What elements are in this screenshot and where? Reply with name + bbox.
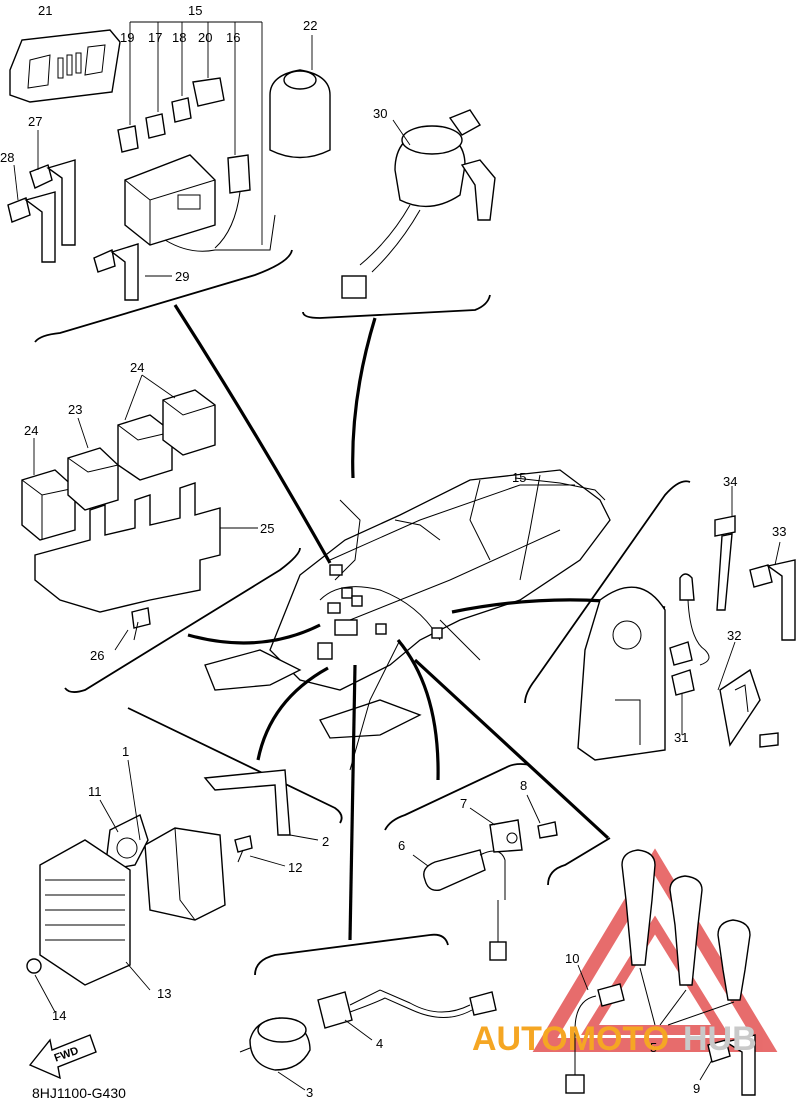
callout-21: 21 [38, 3, 52, 18]
callout-9: 9 [693, 1081, 700, 1096]
fuse-box [124, 154, 276, 252]
callout-7: 7 [460, 796, 467, 811]
callout-6: 6 [398, 838, 405, 853]
watermark-text-left: AUTOMOTO [472, 1020, 669, 1058]
watermark-text: AUTOMOTO HUB [472, 1020, 757, 1058]
ignition-switch-group [302, 109, 496, 319]
callout-23: 23 [68, 402, 82, 417]
callout-33: 33 [772, 524, 786, 539]
callout-27: 27 [28, 114, 42, 129]
fwd-arrow: FWD [28, 1034, 97, 1080]
relay-group [21, 374, 301, 693]
diagram-code: 8HJ1100-G430 [32, 1085, 126, 1101]
callout-29: 29 [175, 269, 189, 284]
regulator-group [26, 707, 343, 1013]
ignition-coil-group [547, 837, 756, 1096]
callout-19: 19 [120, 30, 134, 45]
fuse-set [117, 77, 251, 194]
sensor-group [384, 763, 558, 961]
callout-25: 25 [260, 521, 274, 536]
switch-group [239, 933, 497, 1091]
frame-body [204, 469, 611, 771]
watermark-text-right: HUB [683, 1020, 757, 1058]
callout-12: 12 [288, 860, 302, 875]
part-22-cap [269, 35, 331, 159]
callout-numbers: 1 2 3 4 5 6 7 8 9 10 11 12 13 14 15 15 1… [0, 3, 786, 1100]
callout-15-frame: 15 [512, 470, 526, 485]
upper-left-group [7, 21, 331, 343]
callout-1: 1 [122, 744, 129, 759]
callout-15-top: 15 [188, 3, 202, 18]
callout-14: 14 [52, 1008, 66, 1023]
callout-30: 30 [373, 106, 387, 121]
right-group [524, 480, 796, 761]
callout-22: 22 [303, 18, 317, 33]
callout-32: 32 [727, 628, 741, 643]
callout-10: 10 [565, 951, 579, 966]
callout-13: 13 [157, 986, 171, 1001]
callout-17: 17 [148, 30, 162, 45]
callout-8: 8 [520, 778, 527, 793]
part-21-housing [9, 29, 121, 103]
callout-26: 26 [90, 648, 104, 663]
callout-24-right: 24 [130, 360, 144, 375]
callout-3: 3 [306, 1085, 313, 1100]
callout-28: 28 [0, 150, 14, 165]
callout-5: 5 [650, 1040, 657, 1055]
cable-ties-left [7, 130, 172, 301]
callout-16: 16 [226, 30, 240, 45]
callout-20: 20 [198, 30, 212, 45]
callout-34: 34 [723, 474, 737, 489]
callout-11: 11 [88, 784, 102, 799]
callout-leaders-15 [129, 21, 263, 245]
callout-18: 18 [172, 30, 186, 45]
callout-4: 4 [376, 1036, 383, 1051]
callout-2: 2 [322, 834, 329, 849]
callout-31: 31 [674, 730, 688, 745]
callout-24-left: 24 [24, 423, 38, 438]
